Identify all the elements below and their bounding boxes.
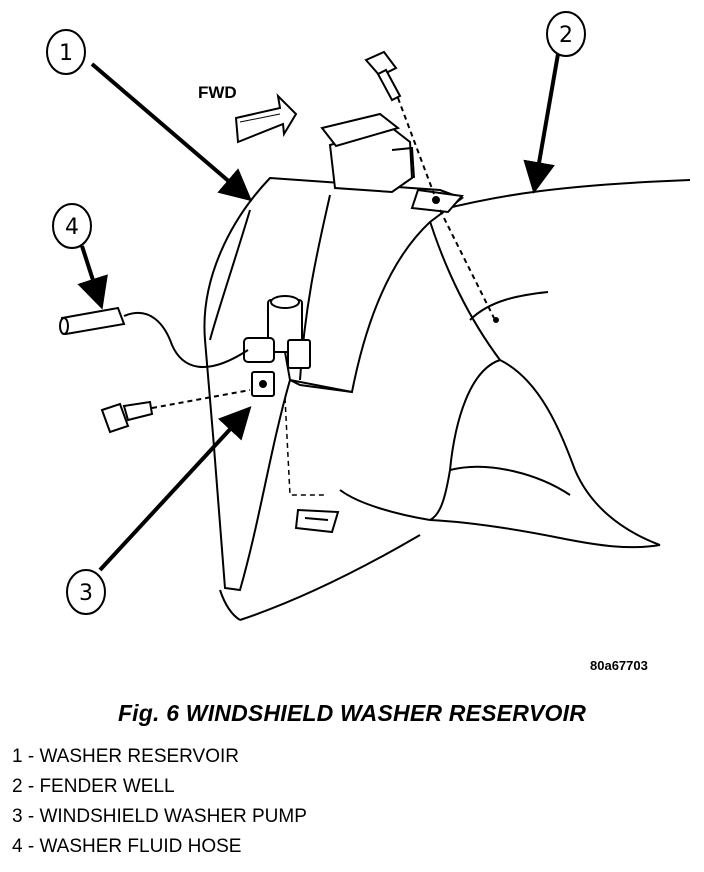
leader-line-4 <box>77 245 108 310</box>
legend-item-4: 4 - WASHER FLUID HOSE <box>12 836 242 857</box>
figure-caption: Fig. 6 WINDSHIELD WASHER RESERVOIR <box>117 700 587 726</box>
bolt-top-drawing <box>364 50 495 319</box>
svg-text:1: 1 <box>59 41 73 66</box>
fender-well-drawing <box>219 179 691 621</box>
washer-pump-drawing <box>243 295 311 397</box>
reservoir-diagram: FWD 1 2 3 4 80a67703 <box>46 11 691 673</box>
leader-line-3 <box>98 406 252 572</box>
leader-line-1 <box>90 62 253 202</box>
callout-1: 1 <box>46 29 86 75</box>
svg-text:4: 4 <box>65 215 79 240</box>
leader-line-2 <box>523 53 560 194</box>
legend-item-1: 1 - WASHER RESERVOIR <box>12 746 239 767</box>
legend-item-2: 2 - FENDER WELL <box>12 776 175 797</box>
image-code: 80a67703 <box>590 658 648 673</box>
callout-3: 3 <box>66 569 106 615</box>
legend-list: 1 - WASHER RESERVOIR 2 - FENDER WELL 3 -… <box>12 742 307 862</box>
legend-item-3: 3 - WINDSHIELD WASHER PUMP <box>12 806 307 827</box>
forward-direction-arrow: FWD <box>198 83 298 144</box>
bolt-lower-left-drawing <box>100 389 251 434</box>
callout-2: 2 <box>546 11 586 57</box>
fwd-label: FWD <box>198 83 237 102</box>
washer-hose-drawing <box>59 306 249 368</box>
svg-text:3: 3 <box>79 581 93 606</box>
callout-4: 4 <box>52 203 92 249</box>
washer-reservoir-drawing <box>203 112 465 592</box>
leader-lines <box>77 53 560 572</box>
svg-text:2: 2 <box>559 23 573 48</box>
